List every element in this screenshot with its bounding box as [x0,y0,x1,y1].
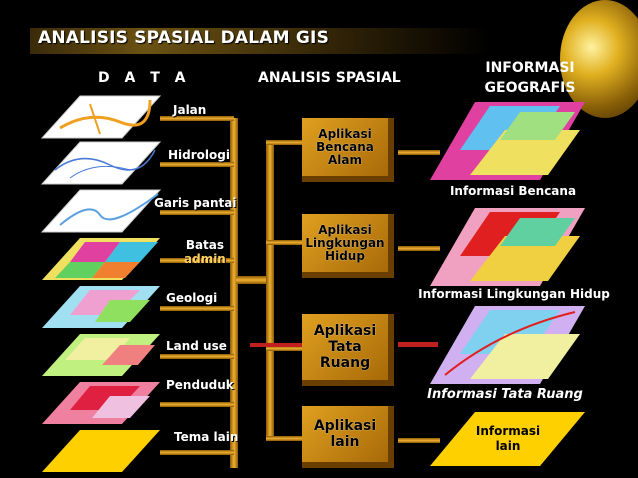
layer-map-geologi [42,286,160,328]
layer-label-jalan: Jalan [173,103,207,117]
app-box-bencana-alam: Aplikasi Bencana Alam [302,118,394,182]
app-lingkungan-line1: Aplikasi [318,222,372,237]
output-map-tata-ruang [430,306,585,384]
header-information-line1: INFORMASI [485,60,575,76]
layer-map-hidrologi [40,141,162,185]
layer-map-penduduk [42,382,160,424]
output-map-bencana [430,102,585,180]
app-lain-line1: Aplikasi [313,418,377,434]
output-label-lain-line1: Informasi [475,424,541,438]
layer-label-batas: Batas [185,238,225,252]
page-title: ANALISIS SPASIAL DALAM GIS [38,28,330,48]
app-bencana-line3: Alam [327,152,362,167]
layer-map-land-use [42,334,160,376]
app-tata-ruang-line2: Tata [328,339,362,355]
output-label-lain: Informasi lain [458,424,558,454]
app-lingkungan-line3: Hidup [325,248,365,263]
app-tata-ruang-line1: Aplikasi [313,323,377,339]
connectors-right [398,150,440,443]
title-band [30,28,490,54]
header-data: D A T A [98,70,191,86]
app-lingkungan-line2: Lingkungan [305,235,385,250]
layer-map-batas-admin [42,238,160,280]
layer-label-tema-lain: Tema lain [174,430,239,444]
output-label-lain-line2: lain [495,439,521,453]
layer-label-hidrologi: Hidrologi [168,148,230,162]
layer-label-garis-pantai: Garis pantai [154,196,237,210]
app-tata-ruang-line3: Ruang [319,355,371,371]
header-analysis: ANALISIS SPASIAL [258,70,401,86]
output-label-lingkungan: Informasi Lingkungan Hidup [418,287,610,301]
app-box-lain: Aplikasi lain [302,406,394,468]
app-box-tata-ruang: Aplikasi Tata Ruang [302,314,394,386]
layer-map-garis-pantai [40,189,162,233]
connectors-left [160,116,268,468]
layer-label-geologi: Geologi [166,291,218,305]
layer-label-land-use: Land use [166,339,227,353]
output-map-lingkungan [430,208,585,286]
connectors-middle [250,140,302,441]
layer-label-admin: admin [184,252,226,266]
layer-map-jalan [40,95,162,139]
globe-decoration [560,0,638,118]
output-map-lain [430,412,585,466]
output-label-bencana: Informasi Bencana [449,184,577,198]
app-bencana-line2: Bencana [316,139,374,154]
layer-label-batas-admin: Batas admin [184,238,226,266]
app-lain-line2: lain [330,434,360,450]
output-label-tata-ruang: Informasi Tata Ruang [427,387,583,402]
header-information: INFORMASI GEOGRAFIS [480,58,580,98]
layer-map-tema-lain [42,430,160,472]
app-bencana-line1: Aplikasi [318,126,372,141]
layer-label-penduduk: Penduduk [166,378,234,392]
header-information-line2: GEOGRAFIS [484,80,576,96]
app-box-lingkungan-hidup: Aplikasi Lingkungan Hidup [302,214,394,278]
